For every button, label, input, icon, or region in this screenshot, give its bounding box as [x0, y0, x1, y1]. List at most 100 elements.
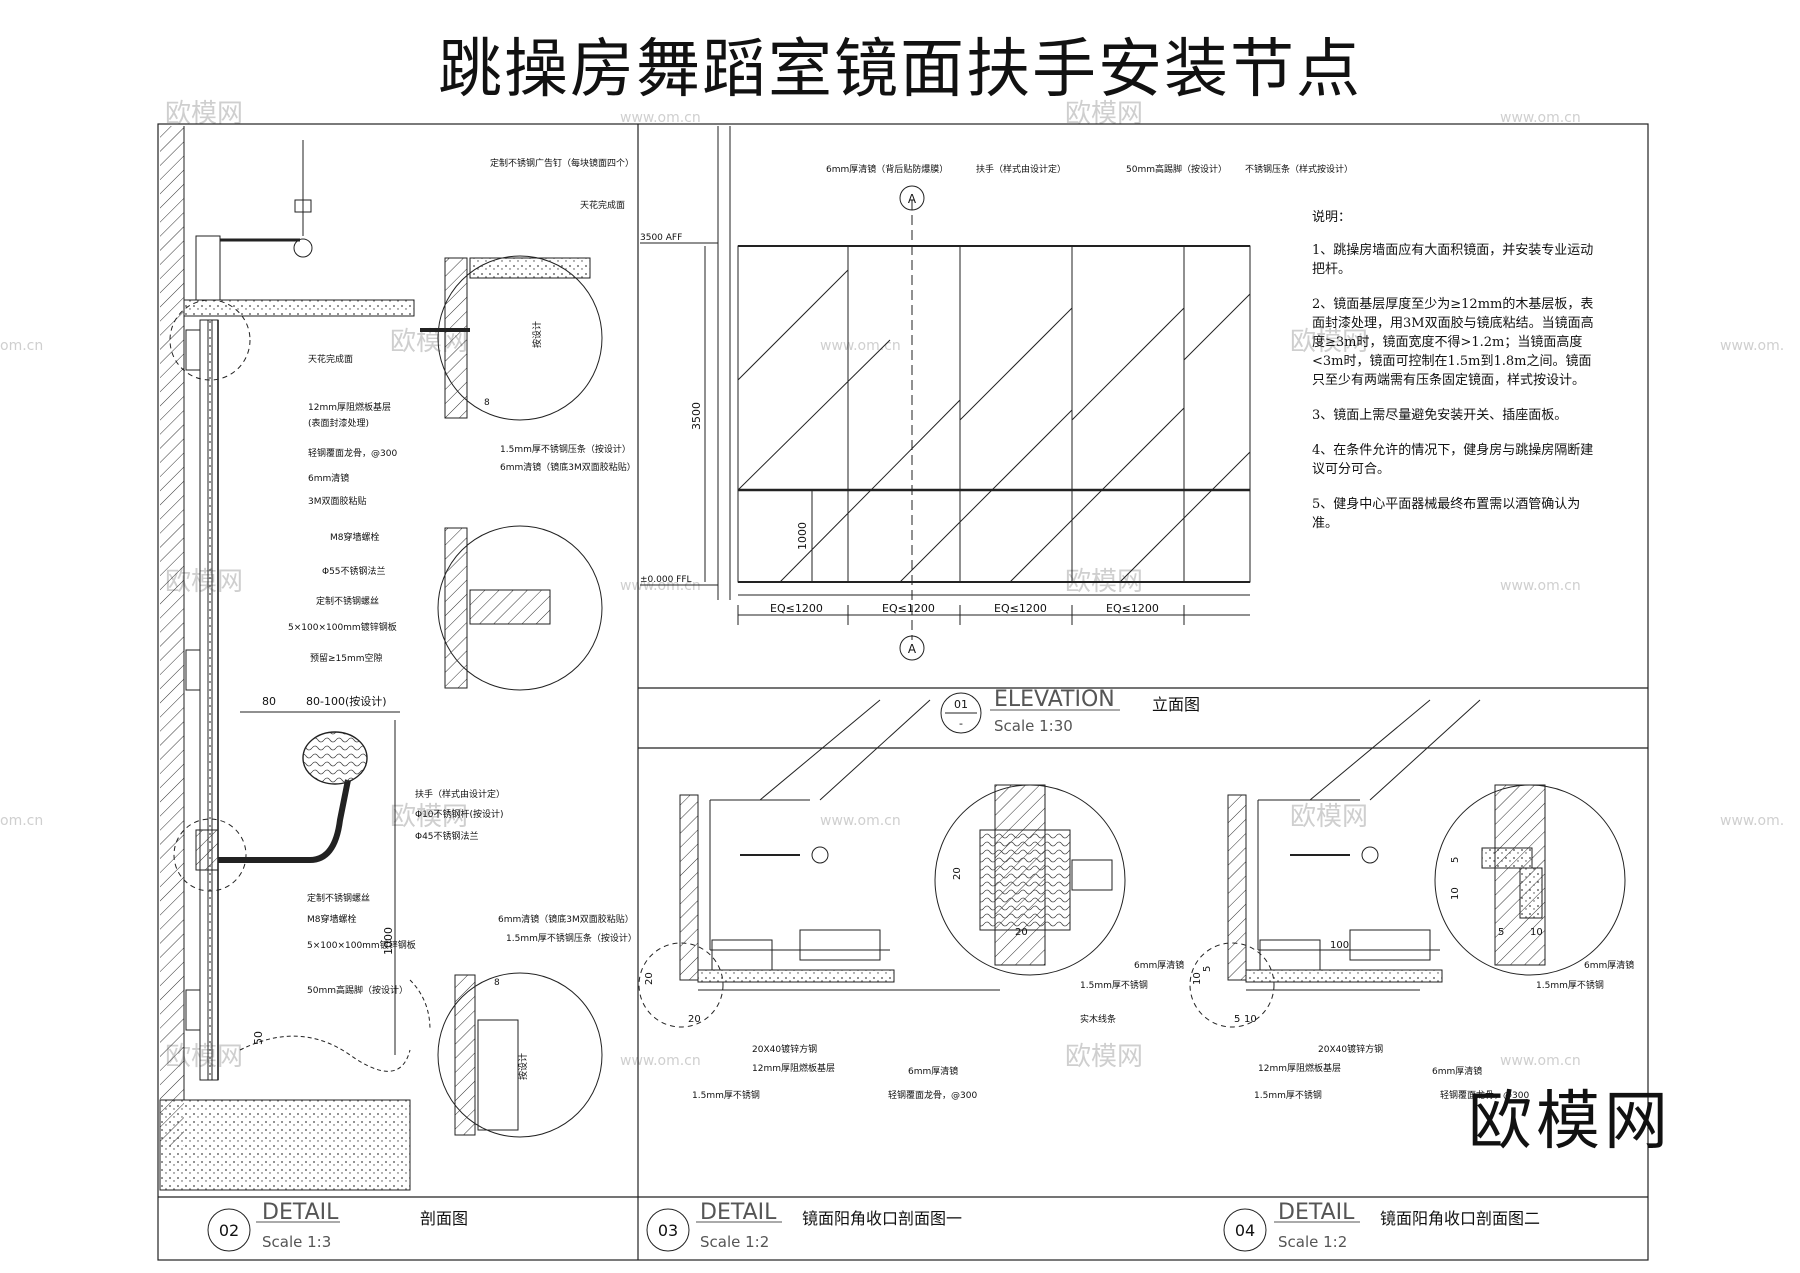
d04-tag-scale: Scale 1:2	[1278, 1233, 1347, 1251]
detail-04-text: 10 5 5 10 5 10 5 10 100 20X40镀锌方钢 12mm厚阻…	[1192, 857, 1634, 1101]
d04-dim-0: 10	[1192, 972, 1203, 985]
svg-text:欧模网: 欧模网	[390, 802, 468, 832]
d04-dim-2: 5	[1234, 1014, 1240, 1025]
d03-callout-5: 6mm厚清镜	[1134, 959, 1184, 971]
elev-tag-label: ELEVATION	[994, 687, 1115, 712]
elev-tag-sub: -	[959, 717, 963, 730]
svg-text:www.om.cn: www.om.cn	[620, 1053, 701, 1069]
d02-callout-top-0: 定制不锈钢广告钉（每块镜面四个）	[490, 157, 634, 169]
svg-text:www.om.cn: www.om.cn	[1500, 110, 1581, 126]
sheet-title: 跳操房舞蹈室镜面扶手安装节点	[438, 33, 1362, 107]
svg-text:欧模网: 欧模网	[1065, 1042, 1143, 1072]
d02-callout-mid-1: Φ55不锈钢法兰	[322, 565, 386, 577]
d02-callout-bottom-2: 按设计	[517, 1053, 529, 1080]
notes-item-4: 4、在条件允许的情况下，健身房与跳操房隔断建议可分可合。	[1312, 443, 1594, 477]
svg-text:欧模网: 欧模网	[1290, 327, 1368, 357]
d04-callout-4: 轻钢覆面龙骨，@300	[1440, 1089, 1529, 1101]
d02-callout-rail-6: 50mm高踢脚（按设计）	[307, 984, 408, 996]
d02-dim-2: 1000	[382, 927, 395, 955]
d02-callout-left-4: 6mm清镜	[308, 472, 349, 484]
d03-dim-3: 20	[1015, 927, 1028, 938]
d02-callout-mid-2: 定制不锈钢螺丝	[316, 595, 379, 607]
svg-text:www.om.: www.om.	[1720, 813, 1784, 829]
elev-callout-1: 扶手（样式由设计定）	[976, 163, 1066, 175]
d02-callout-mid-0: M8穿墙螺栓	[330, 531, 380, 543]
detail-04-drawing	[1189, 699, 1626, 1028]
notes-item-5: 5、健身中心平面器械最终布置需以酒管确认为准。	[1312, 497, 1581, 531]
d02-callout-rail-4: M8穿墙螺栓	[307, 913, 357, 925]
elev-callout-0: 6mm厚清镜（背后贴防爆膜）	[826, 163, 948, 175]
elevation-drawing	[640, 126, 1251, 661]
elev-tag-name: 立面图	[1152, 695, 1200, 714]
svg-text:om.cn: om.cn	[0, 813, 43, 829]
d02-callout-rail-3: 定制不锈钢螺丝	[307, 892, 370, 904]
notes-heading: 说明：	[1312, 210, 1352, 225]
elev-bay-1: EQ≤1200	[882, 602, 935, 615]
sheet-frame	[157, 123, 1649, 1261]
detail-03-drawing	[638, 699, 1126, 1028]
notes-item-3: 3、镜面上需尽量避免安装开关、插座面板。	[1312, 408, 1568, 423]
d02-tag-label: DETAIL	[262, 1200, 339, 1225]
elev-section-marker-bottom: A	[908, 642, 917, 656]
d04-callout-1: 12mm厚阻燃板基层	[1258, 1062, 1341, 1074]
detail-02-text: 定制不锈钢广告钉（每块镜面四个） 天花完成面 按设计 1.5mm厚不锈钢压条（按…	[252, 157, 637, 1080]
d02-callout-left-0: 天花完成面	[308, 353, 353, 365]
d04-tag-number: 04	[1235, 1221, 1255, 1240]
elev-level-bottom: ±0.000 FFL	[640, 575, 692, 585]
d02-callout-top-1: 天花完成面	[580, 199, 625, 211]
watermark-layer: 欧模网 www.om.cn 欧模网 www.om.cn om.cn 欧模网 ww…	[0, 99, 1784, 1072]
elev-bay-0: EQ≤1200	[770, 602, 823, 615]
d03-tag-scale: Scale 1:2	[700, 1233, 769, 1251]
svg-text:om.cn: om.cn	[0, 338, 43, 354]
d02-dim-5: 8	[494, 978, 500, 988]
elev-bay-2: EQ≤1200	[994, 602, 1047, 615]
d02-callout-left-3: 轻钢覆面龙骨，@300	[308, 447, 397, 459]
d03-callout-6: 1.5mm厚不锈钢	[1080, 979, 1148, 991]
d02-callout-bottom-0: 6mm清镜（镜底3M双面胶粘贴）	[498, 913, 634, 925]
d02-callout-mid-3: 5×100×100mm镀锌钢板	[288, 621, 397, 633]
svg-text:www.om.cn: www.om.cn	[620, 110, 701, 126]
notes-panel: 说明： 1、跳操房墙面应有大面积镜面，并安装专业运动把杆。 2、镜面基层厚度至少…	[1312, 208, 1602, 549]
d04-callout-5: 6mm厚清镜	[1584, 959, 1634, 971]
d02-tag-number: 02	[219, 1221, 239, 1240]
elev-bay-3: EQ≤1200	[1106, 602, 1159, 615]
svg-text:www.om.cn: www.om.cn	[620, 578, 701, 594]
elev-callout-3: 不锈钢压条（样式按设计）	[1245, 163, 1353, 175]
d03-callout-1: 12mm厚阻燃板基层	[752, 1062, 835, 1074]
notes-item-1: 1、跳操房墙面应有大面积镜面，并安装专业运动把杆。	[1312, 243, 1594, 277]
d02-callout-top-2: 按设计	[531, 321, 543, 348]
d02-callout-rail-1: Φ10不锈钢杆(按设计)	[415, 808, 504, 820]
d04-dim-5: 10	[1450, 887, 1461, 900]
d03-tag-label: DETAIL	[700, 1200, 777, 1225]
elev-callout-2: 50mm高踢脚（按设计）	[1126, 163, 1227, 175]
d04-dim-4: 5	[1450, 857, 1461, 863]
detail-04-tag: 04 DETAIL Scale 1:2 镜面阳角收口剖面图二	[1223, 1200, 1540, 1252]
d02-callout-rail-2: Φ45不锈钢法兰	[415, 830, 479, 842]
d04-dim-8: 100	[1330, 940, 1349, 951]
d04-dim-1: 5	[1202, 966, 1213, 972]
detail-02-tag: 02 DETAIL Scale 1:3 剖面图	[207, 1200, 468, 1252]
d03-callout-0: 20X40镀锌方钢	[752, 1043, 817, 1055]
svg-text:www.om.: www.om.	[1720, 338, 1784, 354]
d02-dim-1: 80-100(按设计)	[306, 694, 387, 708]
svg-text:www.om.cn: www.om.cn	[1500, 578, 1581, 594]
d02-tag-name: 剖面图	[420, 1209, 468, 1228]
d04-dim-6: 5	[1498, 927, 1504, 938]
d04-callout-3: 6mm厚清镜	[1432, 1065, 1482, 1077]
d02-callout-rail-0: 扶手（样式由设计定）	[415, 788, 505, 800]
d03-tag-name: 镜面阳角收口剖面图一	[802, 1209, 962, 1228]
brand-logo-text: 欧模网	[1468, 1085, 1672, 1159]
d02-callout-mid-4: 预留≥15mm空隙	[310, 652, 383, 664]
svg-text:www.om.cn: www.om.cn	[1500, 1053, 1581, 1069]
svg-text:www.om.cn: www.om.cn	[820, 813, 901, 829]
elevation-tag: 01 - ELEVATION Scale 1:30 立面图	[940, 687, 1200, 735]
d03-callout-2: 1.5mm厚不锈钢	[692, 1089, 760, 1101]
d02-callout-bottom-1: 1.5mm厚不锈钢压条（按设计）	[506, 932, 637, 944]
d02-dim-4: 8	[484, 398, 490, 408]
d04-tag-label: DETAIL	[1278, 1200, 1355, 1225]
d03-tag-number: 03	[658, 1221, 678, 1240]
d02-callout-top-3: 1.5mm厚不锈钢压条（按设计）	[500, 443, 631, 455]
d02-callout-left-2: (表面封漆处理)	[308, 417, 369, 429]
d03-callout-7: 实木线条	[1080, 1013, 1116, 1025]
